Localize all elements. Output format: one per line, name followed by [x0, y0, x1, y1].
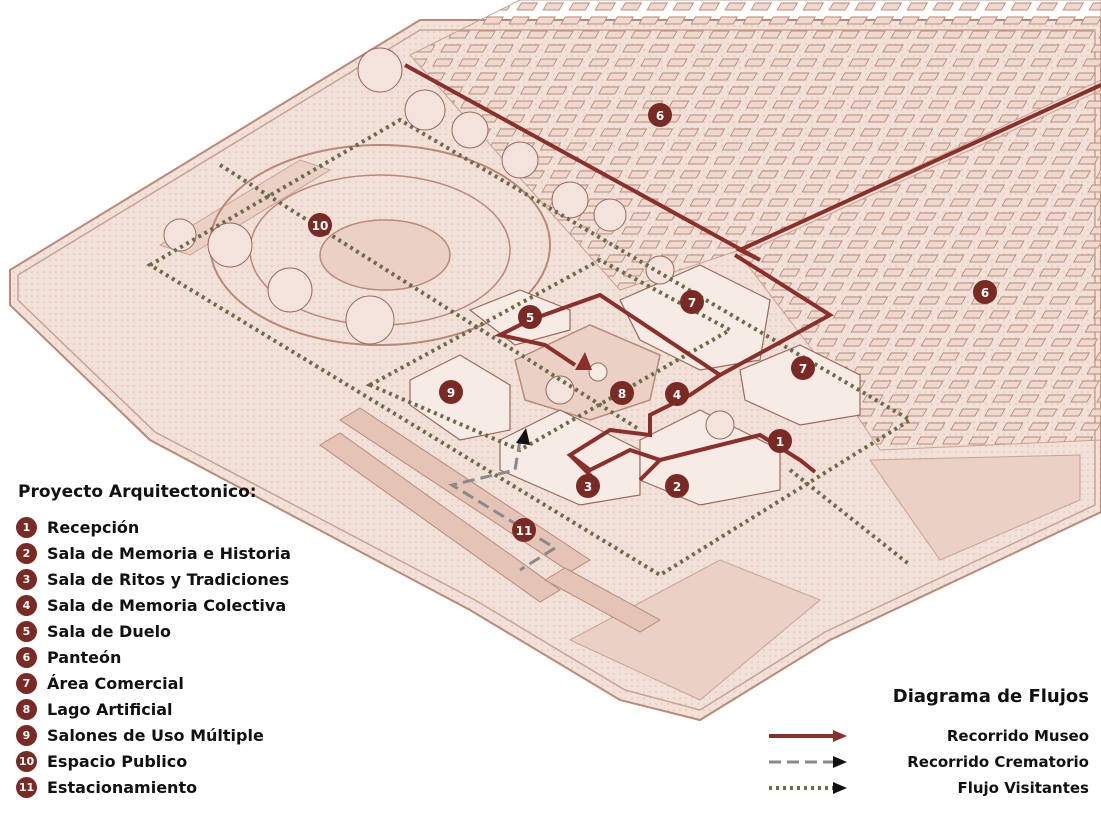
plan-marker-7a: 7 — [680, 290, 704, 314]
dotted-arrow-icon — [769, 782, 847, 794]
legend-item-label: Sala de Memoria e Historia — [47, 543, 291, 563]
legend-item-label: Estacionamiento — [47, 777, 198, 797]
visitor-flow-route — [146, 117, 914, 578]
legend-item-label: Salones de Uso Múltiple — [47, 725, 264, 745]
svg-text:6: 6 — [981, 286, 989, 300]
plan-marker-2: 2 — [665, 474, 689, 498]
paved-area-north-west — [158, 159, 332, 256]
legend-item-label: Recepción — [47, 517, 140, 537]
legend-item: 10 Espacio Publico — [16, 748, 376, 774]
legend-number-badge: 7 — [16, 672, 37, 694]
paved-area-south-east — [869, 454, 1081, 561]
flow-row-crematorium: Recorrido Crematorio — [769, 749, 1089, 775]
legend-number-badge: 1 — [16, 516, 37, 538]
flow-diagram-legend: Diagrama de Flujos Recorrido Museo Recor… — [769, 686, 1089, 801]
plan-marker-11: 11 — [512, 518, 536, 542]
svg-text:8: 8 — [618, 387, 626, 401]
legend-item-label: Sala de Memoria Colectiva — [47, 595, 287, 615]
legend-item: 4 Sala de Memoria Colectiva — [16, 592, 376, 618]
svg-text:5: 5 — [526, 311, 534, 325]
flow-row-museum: Recorrido Museo — [769, 723, 1089, 749]
plan-marker-7b: 7 — [791, 356, 815, 380]
solid-arrow-icon — [769, 730, 847, 742]
legend-item-label: Sala de Duelo — [47, 621, 172, 641]
legend-number-badge: 4 — [16, 594, 37, 616]
plan-marker-6b: 6 — [973, 280, 997, 304]
flow-label: Recorrido Crematorio — [907, 753, 1089, 771]
crematorium-route — [448, 439, 558, 572]
trees — [163, 47, 735, 440]
plan-marker-1: 1 — [768, 429, 792, 453]
legend-number-badge: 11 — [16, 776, 37, 798]
legend-number-badge: 8 — [16, 698, 37, 720]
legend-item: 1 Recepción — [16, 514, 376, 540]
legend-item-label: Panteón — [47, 647, 122, 667]
svg-text:3: 3 — [584, 480, 592, 494]
legend-item: 11 Estacionamiento — [16, 774, 376, 800]
pantheon-grid-north — [409, 0, 1101, 291]
legend-item: 9 Salones de Uso Múltiple — [16, 722, 376, 748]
crematorium-route-arrowhead — [516, 428, 530, 445]
legend-number-badge: 5 — [16, 620, 37, 642]
legend-number-badge: 6 — [16, 646, 37, 668]
legend-number-badge: 10 — [16, 750, 37, 772]
legend-number-badge: 2 — [16, 542, 37, 564]
svg-text:4: 4 — [673, 388, 681, 402]
legend-item: 7 Área Comercial — [16, 670, 376, 696]
flow-row-visitors: Flujo Visitantes — [769, 775, 1089, 801]
flows-title: Diagrama de Flujos — [892, 686, 1089, 707]
legend-item-label: Espacio Publico — [47, 751, 188, 771]
plan-marker-6a: 6 — [648, 103, 672, 127]
legend-item: 5 Sala de Duelo — [16, 618, 376, 644]
svg-text:6: 6 — [656, 109, 664, 123]
museum-route-arrowhead — [575, 352, 592, 370]
plan-marker-10: 10 — [308, 213, 332, 237]
svg-text:7: 7 — [799, 362, 807, 376]
legend-item-label: Área Comercial — [47, 673, 184, 693]
plan-marker-8: 8 — [610, 381, 634, 405]
legend-item: 6 Panteón — [16, 644, 376, 670]
plan-marker-3: 3 — [576, 474, 600, 498]
legend-number-badge: 3 — [16, 568, 37, 590]
fountain — [588, 362, 608, 382]
legend-item-label: Sala de Ritos y Tradiciones — [47, 569, 290, 589]
svg-text:10: 10 — [312, 219, 329, 233]
legend-item: 2 Sala de Memoria e Historia — [16, 540, 376, 566]
flow-label: Flujo Visitantes — [957, 779, 1089, 797]
plan-marker-9: 9 — [439, 380, 463, 404]
dashed-arrow-icon — [769, 756, 847, 768]
svg-text:11: 11 — [516, 524, 533, 538]
svg-text:1: 1 — [776, 435, 784, 449]
paved-area-south — [568, 559, 821, 701]
legend-item-label: Lago Artificial — [47, 699, 173, 719]
flow-label: Recorrido Museo — [946, 727, 1089, 745]
plan-markers: 6 6 10 5 7 7 4 8 9 1 3 2 11 — [308, 103, 997, 542]
legend-item: 3 Sala de Ritos y Tradiciones — [16, 566, 376, 592]
svg-text:9: 9 — [447, 386, 455, 400]
plan-marker-5: 5 — [518, 305, 542, 329]
legend-title: Proyecto Arquitectonico: — [18, 482, 257, 502]
plan-marker-4: 4 — [665, 382, 689, 406]
legend-item: 8 Lago Artificial — [16, 696, 376, 722]
svg-text:2: 2 — [673, 480, 681, 494]
legend-number-badge: 9 — [16, 724, 37, 746]
svg-text:7: 7 — [688, 296, 696, 310]
